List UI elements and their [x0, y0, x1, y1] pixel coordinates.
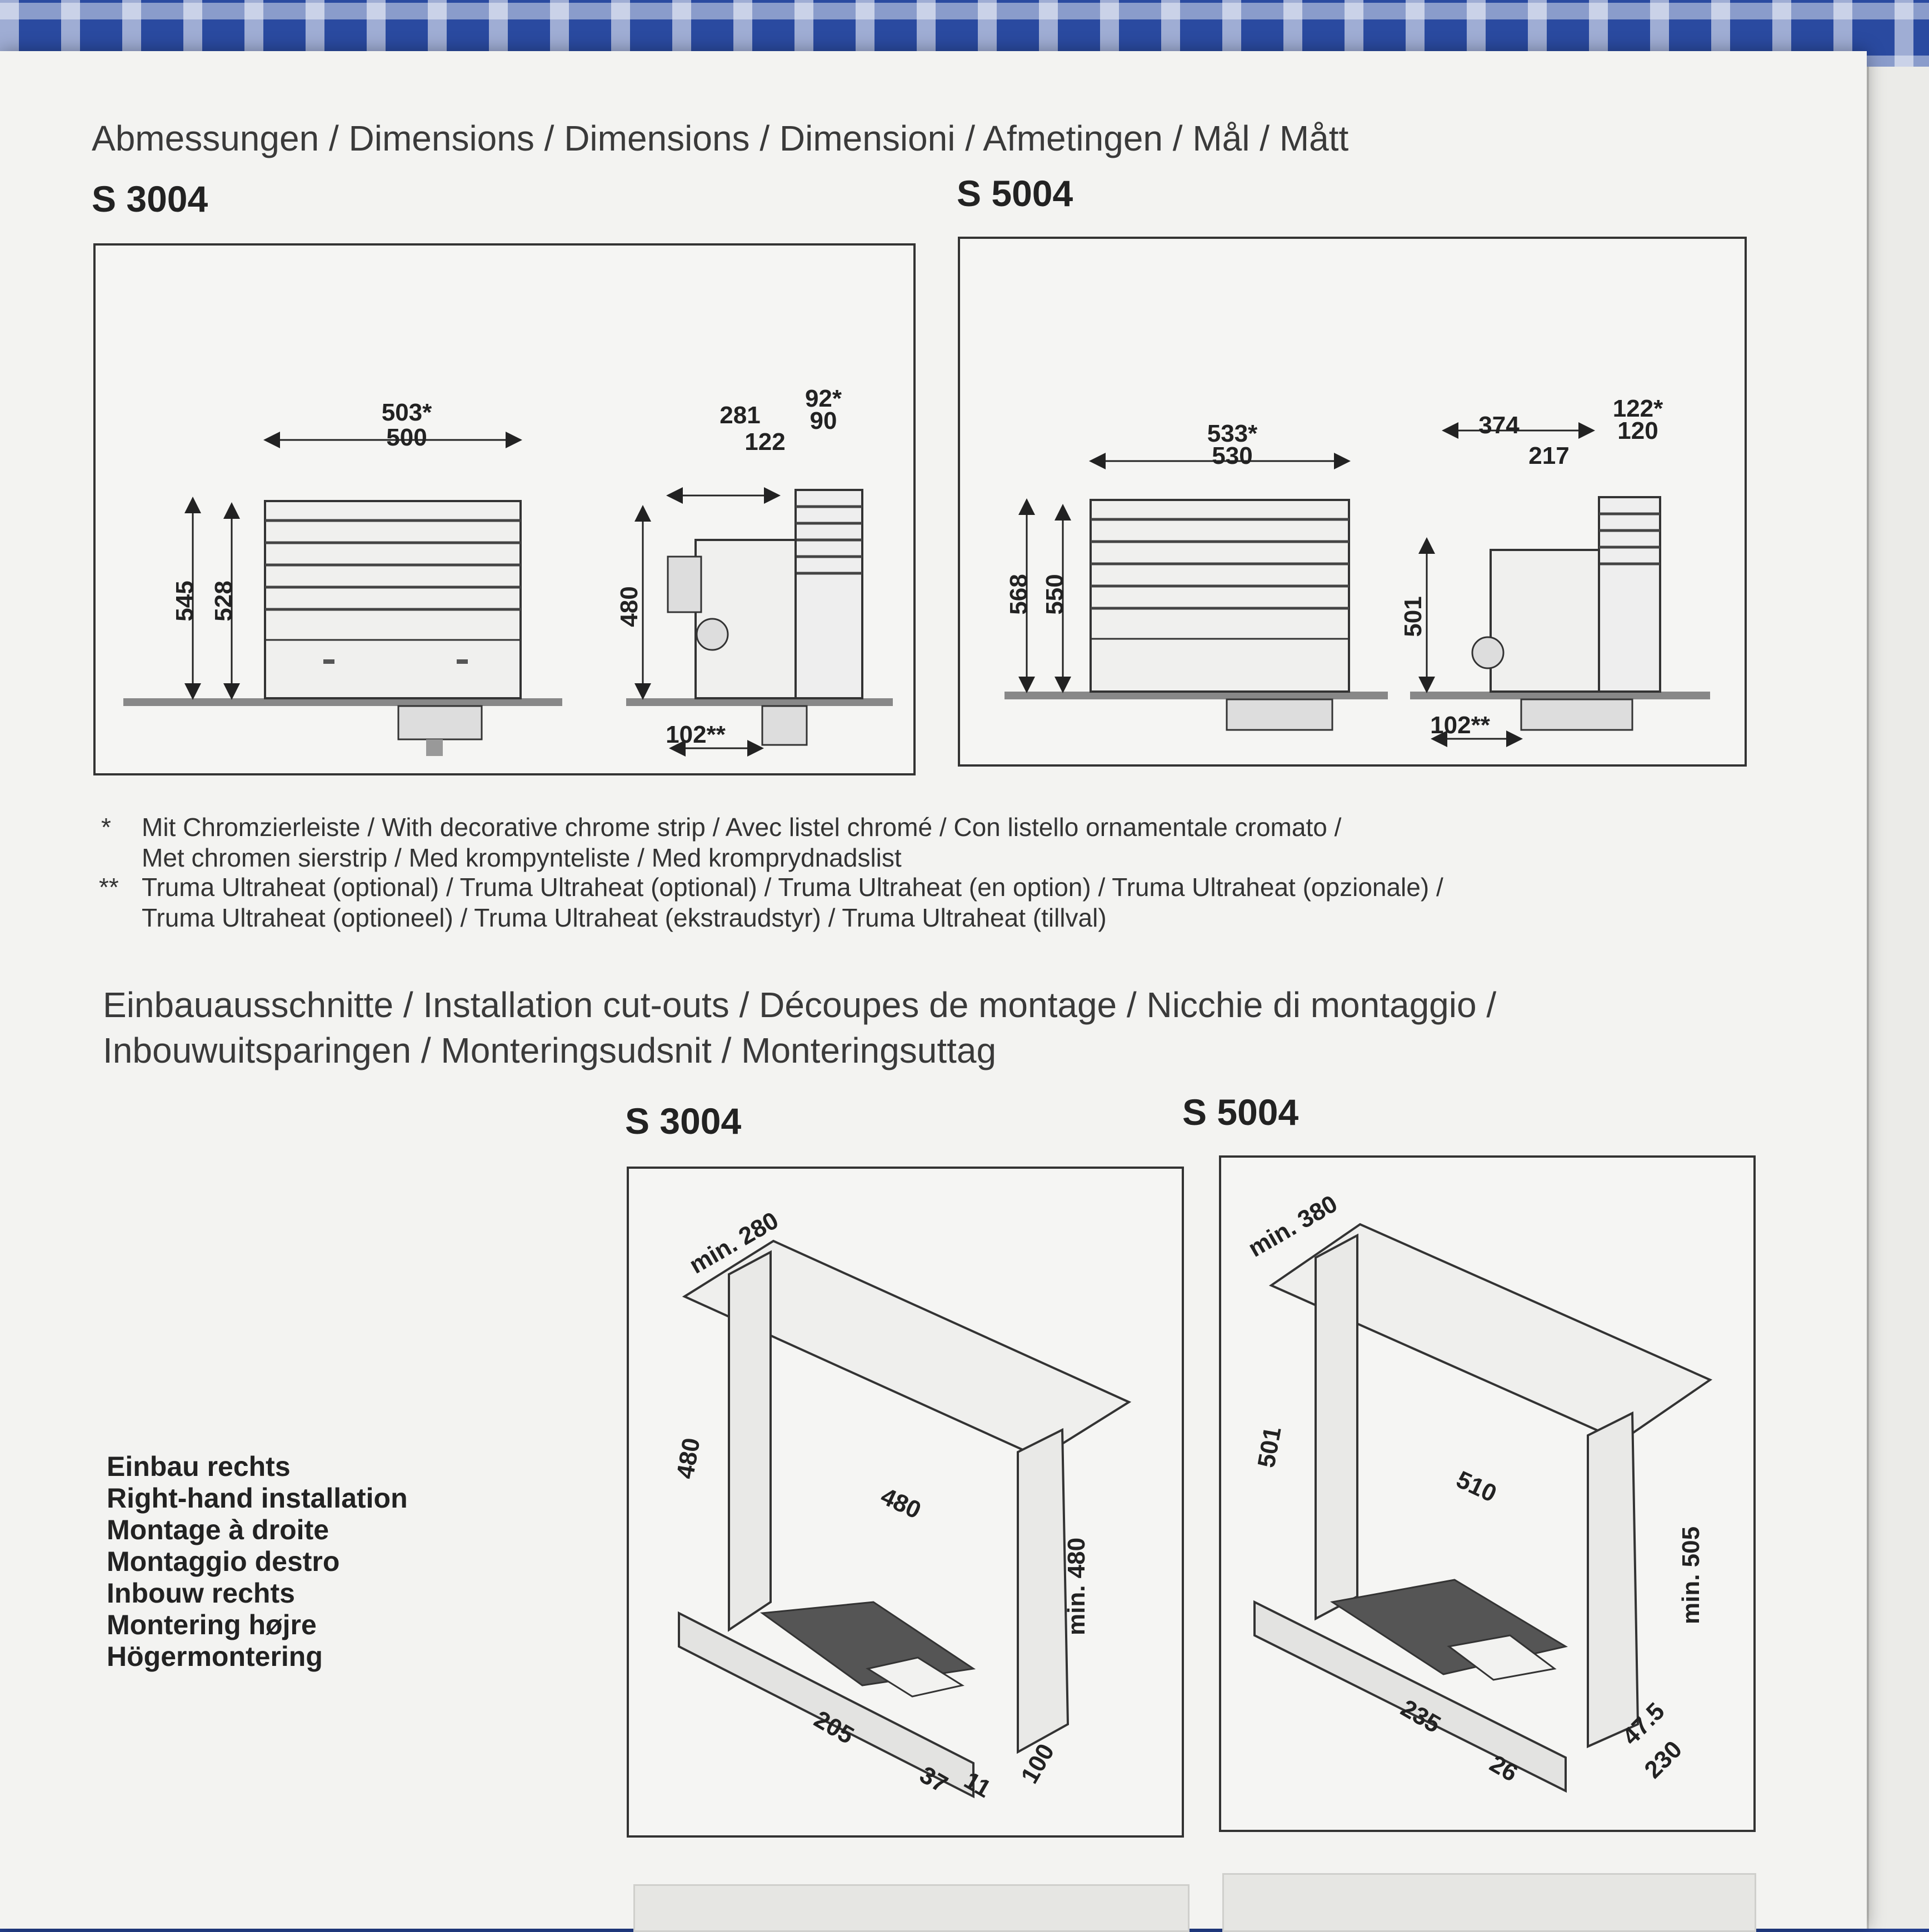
s5004-side-height-label: 501 — [1400, 596, 1427, 637]
s3004-depth-c-chrome-label: 92* — [805, 385, 842, 412]
dimensions-title: Abmessungen / Dimensions / Dimensions / … — [92, 118, 1349, 158]
cutout-model-label-s3004: S 3004 — [625, 1100, 742, 1142]
s5004-cut-floor-d-label: 230 — [1639, 1736, 1687, 1784]
install-label: Einbau rechts — [107, 1451, 291, 1482]
install-label: Inbouw rechts — [107, 1578, 295, 1609]
s5004-depth-a-label: 374 — [1478, 412, 1520, 439]
footnote-line-3: Truma Ultraheat (optional) / Truma Ultra… — [142, 873, 1443, 902]
s5004-dimension-drawing: 533* 530 568 550 374 217 122* 120 501 10… — [958, 237, 1747, 767]
s3004-depth-a-label: 281 — [719, 402, 760, 429]
cutouts-title-line-1: Einbauausschnitte / Installation cut-out… — [103, 985, 1497, 1025]
s3004-height-label: 528 — [210, 580, 237, 621]
cutout-model-label-s5004: S 5004 — [1182, 1092, 1299, 1133]
s3004-cut-width-label: 480 — [877, 1483, 925, 1524]
facing-page-edge — [1867, 67, 1929, 1929]
next-panel-right — [1222, 1873, 1756, 1932]
install-label: Right-hand installation — [107, 1483, 408, 1514]
install-labels: Einbau rechts Right-hand installation Mo… — [107, 1451, 408, 1673]
s5004-width-chrome-label: 533* — [1207, 420, 1258, 447]
s3004-dimension-drawing: 503* 500 545 528 281 122 92* 90 480 — [93, 243, 916, 775]
install-label: Högermontering — [107, 1641, 323, 1672]
install-label: Montage à droite — [107, 1514, 329, 1545]
model-label-s3004: S 3004 — [92, 178, 208, 219]
s5004-cutout-drawing: min. 380 501 510 min. 505 235 26 47.5 23… — [1219, 1155, 1756, 1832]
s5004-depth-c-label: 120 — [1617, 417, 1658, 444]
footnote-star-2: ** — [99, 873, 119, 902]
s5004-depth-b-label: 217 — [1528, 442, 1569, 469]
s3004-width-chrome-label: 503* — [382, 399, 432, 426]
s3004-width-label: 500 — [386, 424, 427, 451]
install-label: Montaggio destro — [107, 1546, 340, 1577]
install-label: Montering højre — [107, 1609, 317, 1640]
s3004-cut-height-label: 480 — [672, 1436, 706, 1481]
s3004-cutout-drawing: min. 280 480 480 min. 480 205 37 11 100 — [627, 1167, 1184, 1838]
s5004-depth-c-chrome-label: 122* — [1613, 395, 1663, 422]
s3004-ultraheat-label: 102** — [666, 721, 726, 748]
model-label-s5004: S 5004 — [957, 173, 1073, 214]
s3004-depth-c-label: 90 — [810, 407, 837, 434]
footnote-line-4: Truma Ultraheat (optioneel) / Truma Ultr… — [142, 903, 1107, 932]
s5004-width-label: 530 — [1212, 442, 1252, 469]
footnote-line-1: Mit Chromzierleiste / With decorative ch… — [142, 813, 1342, 842]
s5004-cut-min-height-label: min. 505 — [1677, 1526, 1705, 1624]
s3004-height-total-label: 545 — [171, 580, 198, 621]
s3004-depth-b-label: 122 — [744, 428, 785, 456]
cutouts-title-line-2: Inbouwuitsparingen / Monteringsudsnit / … — [103, 1030, 997, 1070]
manual-page: Abmessungen / Dimensions / Dimensions / … — [0, 51, 1867, 1932]
s5004-cut-width-label: 510 — [1452, 1466, 1501, 1508]
footnote-line-2: Met chromen sierstrip / Med krompyntelis… — [142, 843, 902, 872]
footnote-star-1: * — [101, 813, 111, 842]
s3004-side-height-label: 480 — [616, 586, 643, 627]
s5004-height-total-label: 568 — [1005, 574, 1032, 614]
s5004-height-label: 550 — [1041, 574, 1068, 614]
s3004-cut-min-height-label: min. 480 — [1063, 1538, 1090, 1635]
s5004-cut-height-label: 501 — [1253, 1425, 1287, 1470]
s5004-ultraheat-label: 102** — [1430, 712, 1491, 739]
next-panel-left — [633, 1884, 1190, 1932]
